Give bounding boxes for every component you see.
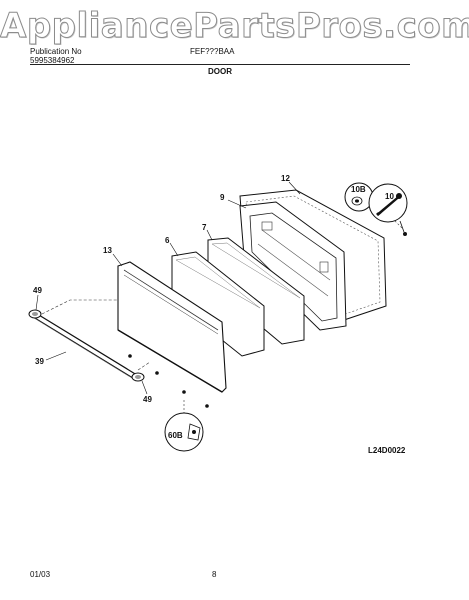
- callout-9: 9: [220, 193, 225, 202]
- callout-49-left: 49: [33, 286, 42, 295]
- inset-60b: [164, 412, 204, 452]
- watermark: AppliancePartsPros.com: [0, 6, 469, 47]
- callout-7: 7: [202, 223, 207, 232]
- diagram-code: L24D0022: [368, 446, 406, 455]
- bottom-screws: [128, 354, 209, 408]
- footer-page-number: 8: [212, 570, 217, 579]
- callout-12: 12: [281, 174, 290, 183]
- part-9-door-liner: [239, 201, 347, 331]
- publication-number-label: Publication No: [30, 47, 82, 56]
- callout-10b: 10B: [351, 185, 366, 194]
- callout-60b: 60B: [168, 431, 183, 440]
- part-39-handle: [33, 313, 137, 379]
- callout-10: 10: [385, 192, 394, 201]
- inset-10b: [344, 182, 374, 212]
- part-49-end-caps: [28, 309, 145, 382]
- section-title: DOOR: [208, 67, 232, 76]
- callout-13: 13: [103, 246, 112, 255]
- part-13-outer-door: [117, 261, 227, 393]
- publication-number: 5995384962: [30, 56, 75, 65]
- footer-date: 01/03: [30, 570, 51, 579]
- model-number: FEF???BAA: [190, 47, 235, 56]
- leader-lines: [35, 181, 301, 395]
- callout-39: 39: [35, 357, 44, 366]
- callout-6: 6: [165, 236, 170, 245]
- header-rule: [30, 64, 410, 65]
- callout-49-right: 49: [143, 395, 152, 404]
- inset-10-screw: [368, 183, 408, 223]
